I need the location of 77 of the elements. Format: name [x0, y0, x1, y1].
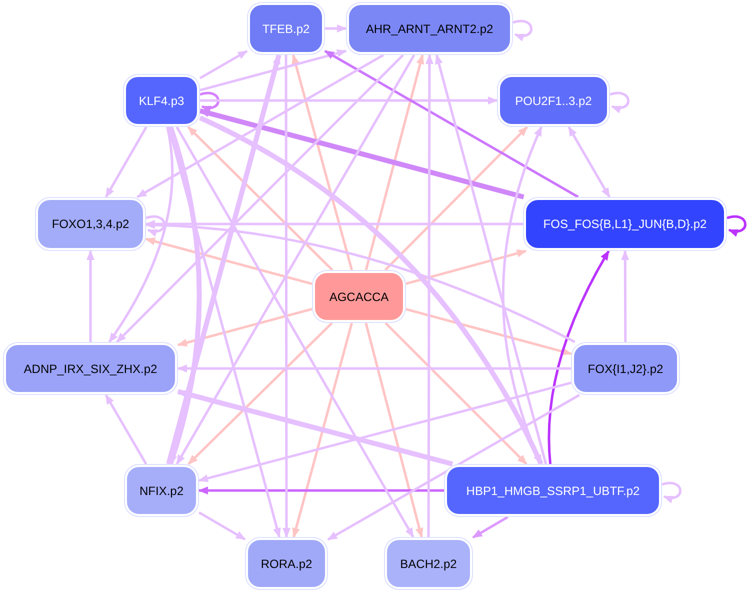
arrow: [176, 54, 416, 465]
arrow: [568, 126, 610, 198]
arrow: [86, 250, 94, 342]
arrow: [610, 92, 630, 113]
node-label: BACH2.p2: [400, 556, 457, 570]
arrow: [406, 250, 527, 285]
arrow: [146, 215, 166, 236]
arrow: [199, 50, 248, 80]
arrow: [406, 308, 572, 356]
node-label: POU2F1..3.p2: [515, 94, 592, 108]
arrow: [104, 126, 148, 198]
node-box: [126, 77, 197, 124]
arrow: [145, 220, 523, 228]
arrow: [168, 126, 202, 465]
node-box: [526, 200, 724, 248]
arrow: [145, 237, 312, 285]
arrow: [198, 382, 572, 482]
node-label: FOS_FOS{B,L1}_JUN{B,D}.p2: [543, 217, 707, 231]
node-box: [250, 5, 322, 52]
arrow: [364, 54, 424, 270]
arrow: [177, 308, 312, 347]
arrow: [198, 116, 544, 466]
node-box: [315, 273, 403, 320]
arrow: [548, 250, 610, 464]
arrow: [177, 364, 571, 372]
arrow: [116, 54, 404, 343]
node-box: [500, 77, 607, 124]
arrow: [200, 92, 220, 113]
node-box: [127, 467, 196, 514]
arrow: [425, 54, 434, 537]
arrow: [187, 126, 334, 271]
node-label: KLF4.p3: [138, 94, 184, 108]
arrow: [200, 49, 347, 92]
arrow: [198, 511, 246, 540]
arrow: [472, 516, 508, 538]
node-label: FOXO1,3,4.p2: [52, 217, 130, 231]
node-label: TFEB.p2: [262, 22, 310, 36]
node-label: HBP1_HMGB_SSRP1_UBTF.p2: [466, 484, 640, 498]
node-box: [574, 345, 677, 392]
arrow: [621, 250, 630, 342]
arrow: [104, 394, 148, 465]
node-label: RORA.p2: [260, 556, 312, 570]
arrow: [198, 486, 444, 494]
arrow: [384, 126, 528, 271]
arrow: [324, 50, 579, 198]
arrow: [325, 24, 347, 32]
arrow: [200, 96, 498, 104]
arrow: [136, 54, 384, 198]
node-label: FOX{I1,J2}.p2: [588, 362, 664, 376]
node-box: [6, 345, 175, 392]
arrow: [502, 126, 543, 464]
arrow: [199, 108, 524, 200]
arrow: [726, 215, 746, 236]
node-label: NFIX.p2: [139, 484, 184, 498]
node-label: AHR_ARNT_ARNT2.p2: [366, 22, 494, 36]
arrow: [282, 55, 290, 538]
node-box: [38, 200, 143, 248]
arrow: [384, 322, 528, 465]
arrow: [435, 54, 548, 464]
arrow: [292, 322, 353, 538]
arrow: [364, 322, 424, 538]
node-box: [349, 5, 510, 52]
arrow: [108, 126, 174, 343]
arrow: [177, 389, 454, 466]
arrow: [168, 126, 281, 538]
arrow: [188, 322, 333, 465]
arrow: [292, 54, 353, 270]
arrow: [166, 54, 282, 465]
arrow: [327, 394, 580, 541]
node-label: ADNP_IRX_SIX_ZHX.p2: [24, 362, 158, 376]
node-box: [387, 540, 470, 587]
arrow: [512, 20, 532, 41]
node-box: [447, 467, 659, 514]
arrow: [662, 482, 682, 503]
node-box: [248, 540, 325, 587]
node-label: AGCACCA: [329, 290, 389, 304]
arrow: [176, 126, 414, 538]
